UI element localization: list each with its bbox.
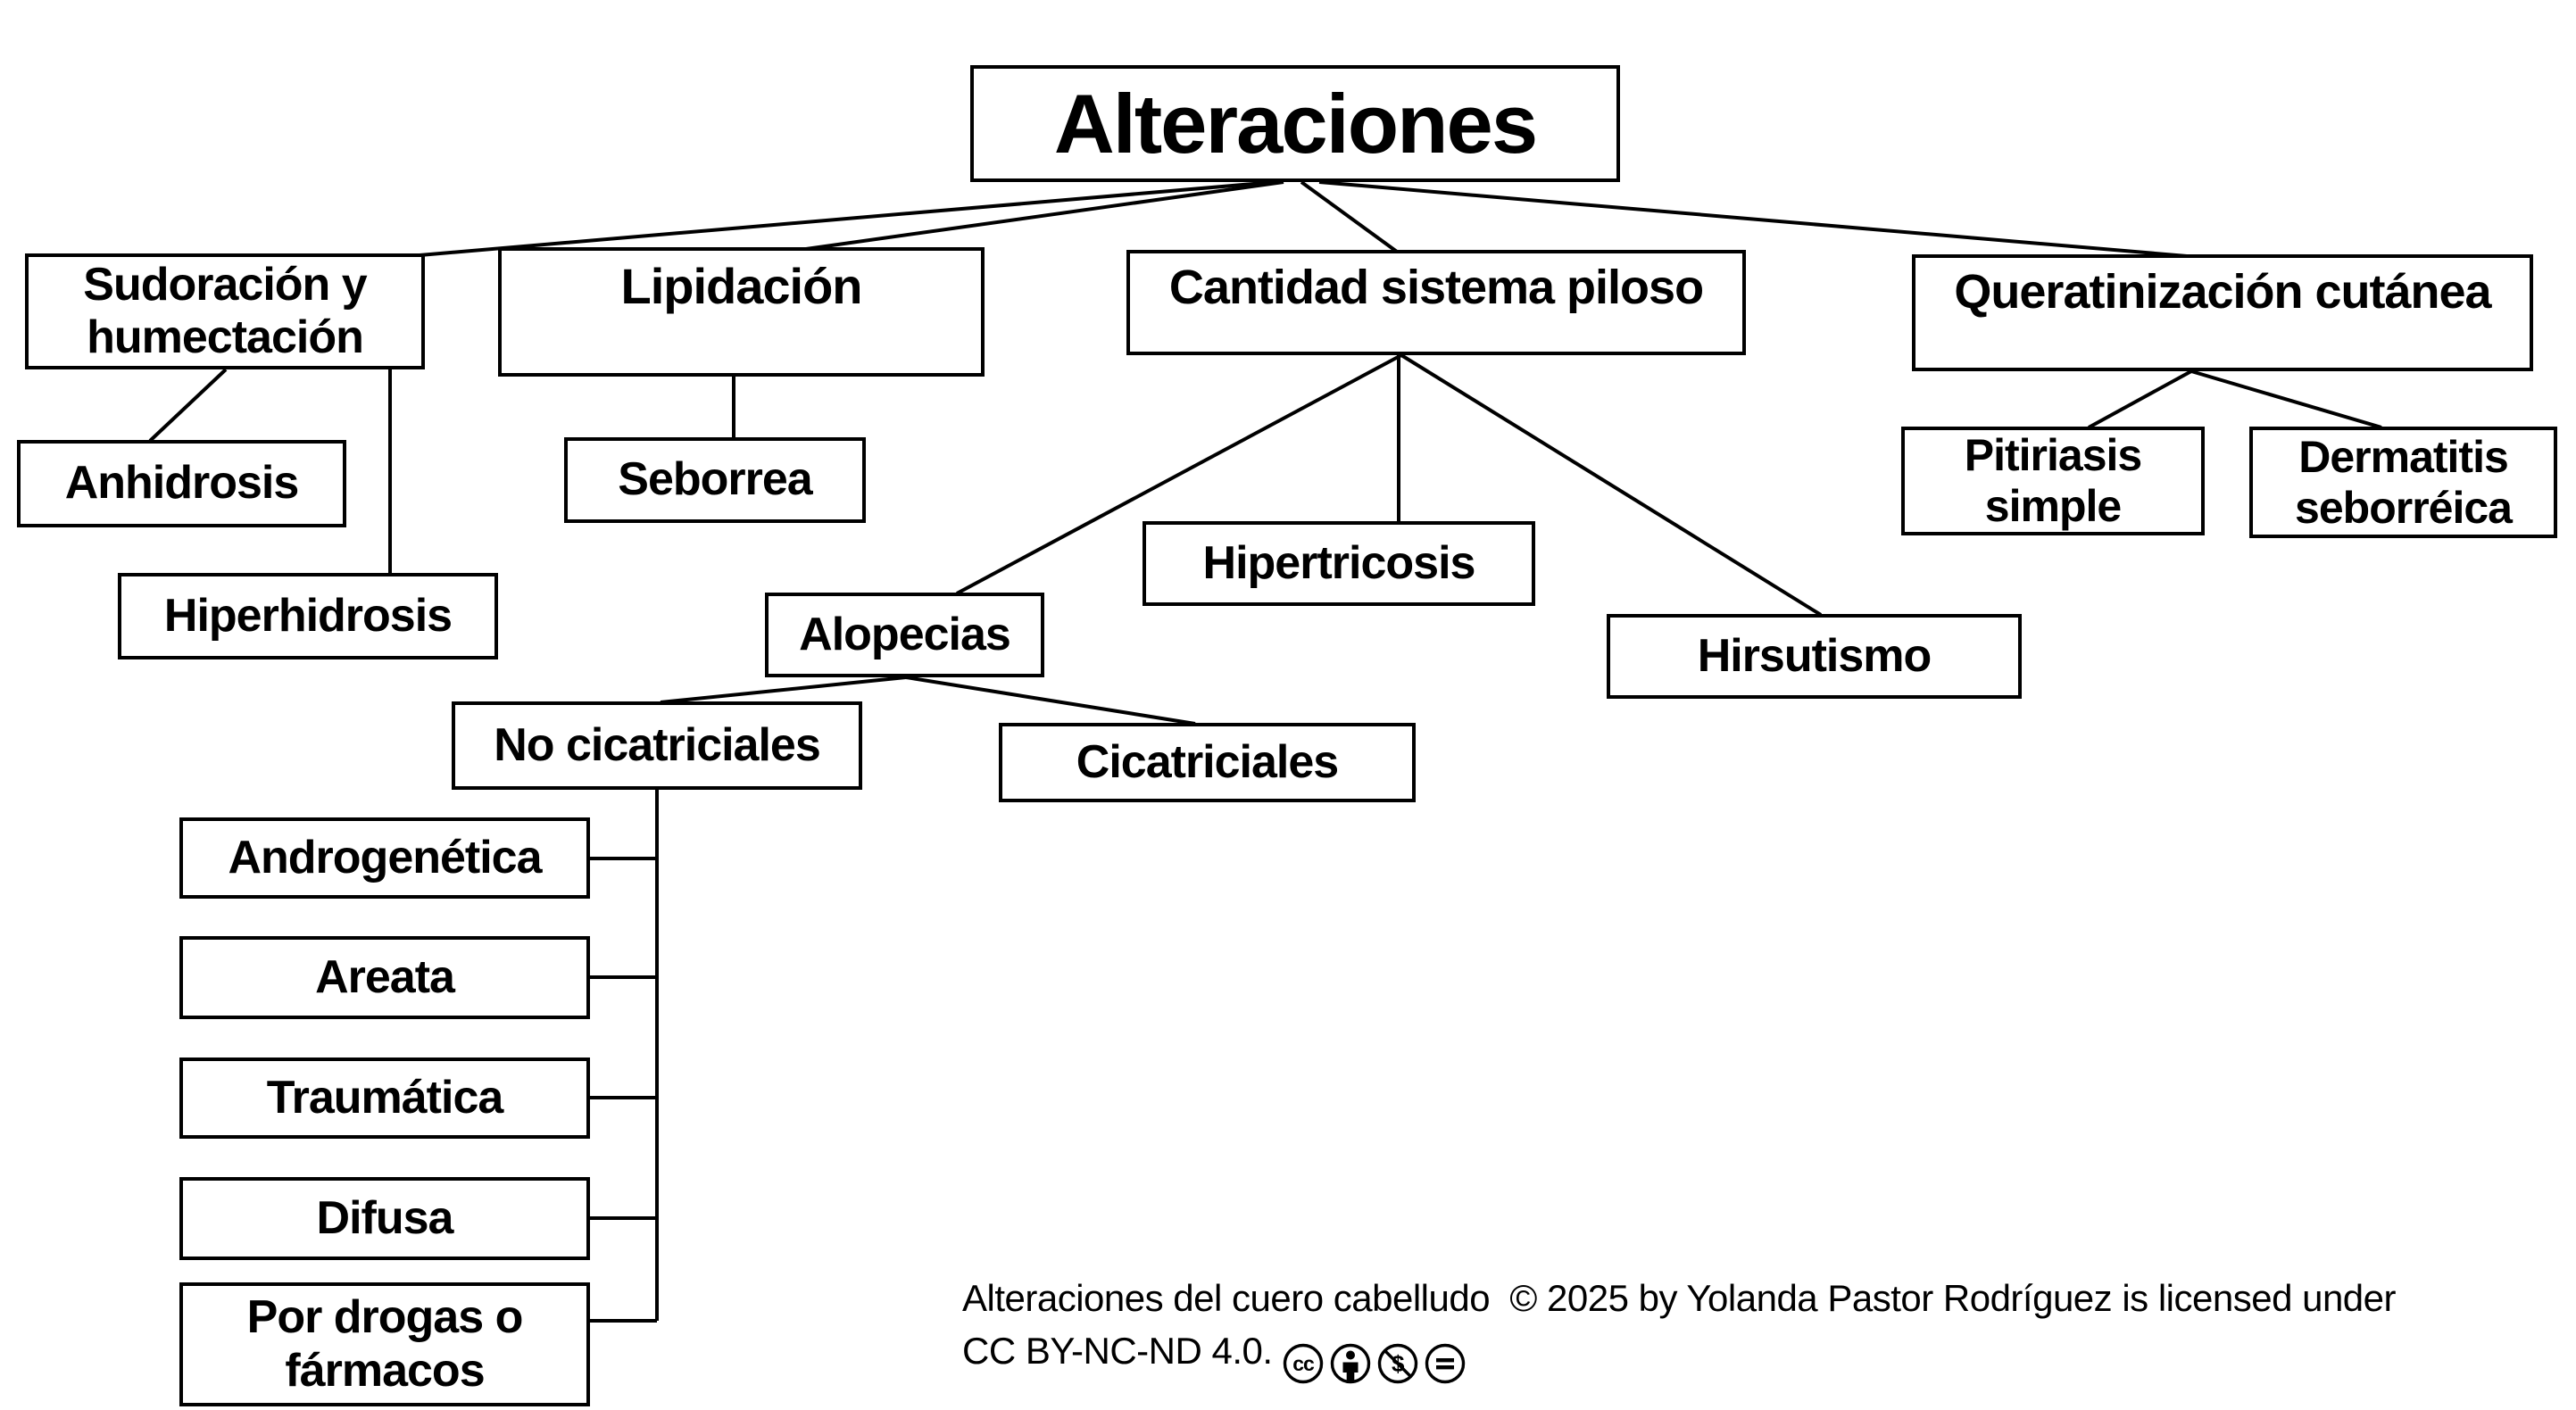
node-lipidacion: Lipidación <box>498 247 985 377</box>
node-cicatriciales: Cicatriciales <box>999 723 1416 802</box>
license-line2: CC BY-NC-ND 4.0. <box>962 1330 1273 1372</box>
node-label: Queratinización cutánea <box>1954 265 2491 319</box>
node-label: Pitiriasis simple <box>1964 430 2142 531</box>
license-line1: Alteraciones del cuero cabelludo © 2025 … <box>962 1277 2397 1319</box>
edge-alopecias-cicatriciales <box>905 676 1196 726</box>
node-label: Alopecias <box>799 608 1011 660</box>
edge-title-sudoracion <box>419 180 1276 257</box>
node-label: Hiperhidrosis <box>163 589 453 642</box>
node-alopecias: Alopecias <box>765 593 1044 677</box>
node-label: Por drogas o fármacos <box>246 1291 524 1397</box>
node-label: Cantidad sistema piloso <box>1168 261 1704 314</box>
node-anhidrosis: Anhidrosis <box>17 440 346 527</box>
node-label: Dermatitis seborréica <box>2295 431 2513 533</box>
edge-cantidad-hirsutismo <box>1400 353 1823 617</box>
node-traumatica: Traumática <box>179 1058 590 1139</box>
edge-cantidad-alopecias <box>956 353 1402 595</box>
edge-title-lipidacion <box>805 180 1284 251</box>
node-label: Areata <box>315 950 455 1003</box>
edge-alopecias-nocicatriciales <box>660 676 907 704</box>
node-queratinizacion-cutanea: Queratinización cutánea <box>1912 254 2533 371</box>
edge-sudoracion-anhidrosis <box>148 368 228 443</box>
svg-text:cc: cc <box>1292 1352 1315 1375</box>
node-cantidad-sistema-piloso: Cantidad sistema piloso <box>1126 250 1746 355</box>
node-label: Anhidrosis <box>64 457 300 510</box>
node-label: Seborrea <box>618 453 812 506</box>
node-label: Hirsutismo <box>1697 629 1932 682</box>
node-label: Difusa <box>316 1191 454 1244</box>
nc-no-dollar-icon: $ <box>1377 1343 1417 1384</box>
node-hiperhidrosis: Hiperhidrosis <box>118 573 498 659</box>
node-sudoracion-humectacion: Sudoración y humectación <box>25 253 425 369</box>
node-por-drogas-o-farmacos: Por drogas o fármacos <box>179 1282 590 1406</box>
node-label: No cicatriciales <box>494 718 821 771</box>
node-label: Sudoración y humectación <box>83 258 367 363</box>
node-title-label: Alteraciones <box>1053 76 1538 170</box>
edge-queratinizacion-pitiriasis <box>2088 369 2192 429</box>
cc-icon: cc <box>1283 1343 1323 1384</box>
nd-equals-icon <box>1425 1343 1465 1384</box>
node-pitiriasis-simple: Pitiriasis simple <box>1901 427 2205 535</box>
node-areata: Areata <box>179 936 590 1019</box>
edge-title-cantidad <box>1300 180 1399 253</box>
by-person-icon <box>1330 1343 1370 1384</box>
node-no-cicatriciales: No cicatriciales <box>452 701 862 790</box>
node-label: Lipidación <box>620 258 863 314</box>
node-dermatitis-seborreica: Dermatitis seborréica <box>2249 427 2557 538</box>
node-title: Alteraciones <box>970 65 1620 182</box>
edge-title-queratinizacion <box>1318 180 2188 258</box>
node-seborrea: Seborrea <box>564 437 866 523</box>
node-hirsutismo: Hirsutismo <box>1607 614 2022 699</box>
cc-license-badges: cc $ <box>1277 1334 1467 1387</box>
node-androgenetica: Androgenética <box>179 817 590 899</box>
node-label: Cicatriciales <box>1076 735 1339 788</box>
edge-queratinizacion-dermatitis <box>2190 369 2382 429</box>
node-label: Androgenética <box>228 831 542 883</box>
license-footer: Alteraciones del cuero cabelludo © 2025 … <box>962 1272 2533 1387</box>
node-hipertricosis: Hipertricosis <box>1143 521 1535 606</box>
node-difusa: Difusa <box>179 1177 590 1260</box>
node-label: Traumática <box>266 1071 504 1124</box>
node-label: Hipertricosis <box>1202 536 1476 589</box>
